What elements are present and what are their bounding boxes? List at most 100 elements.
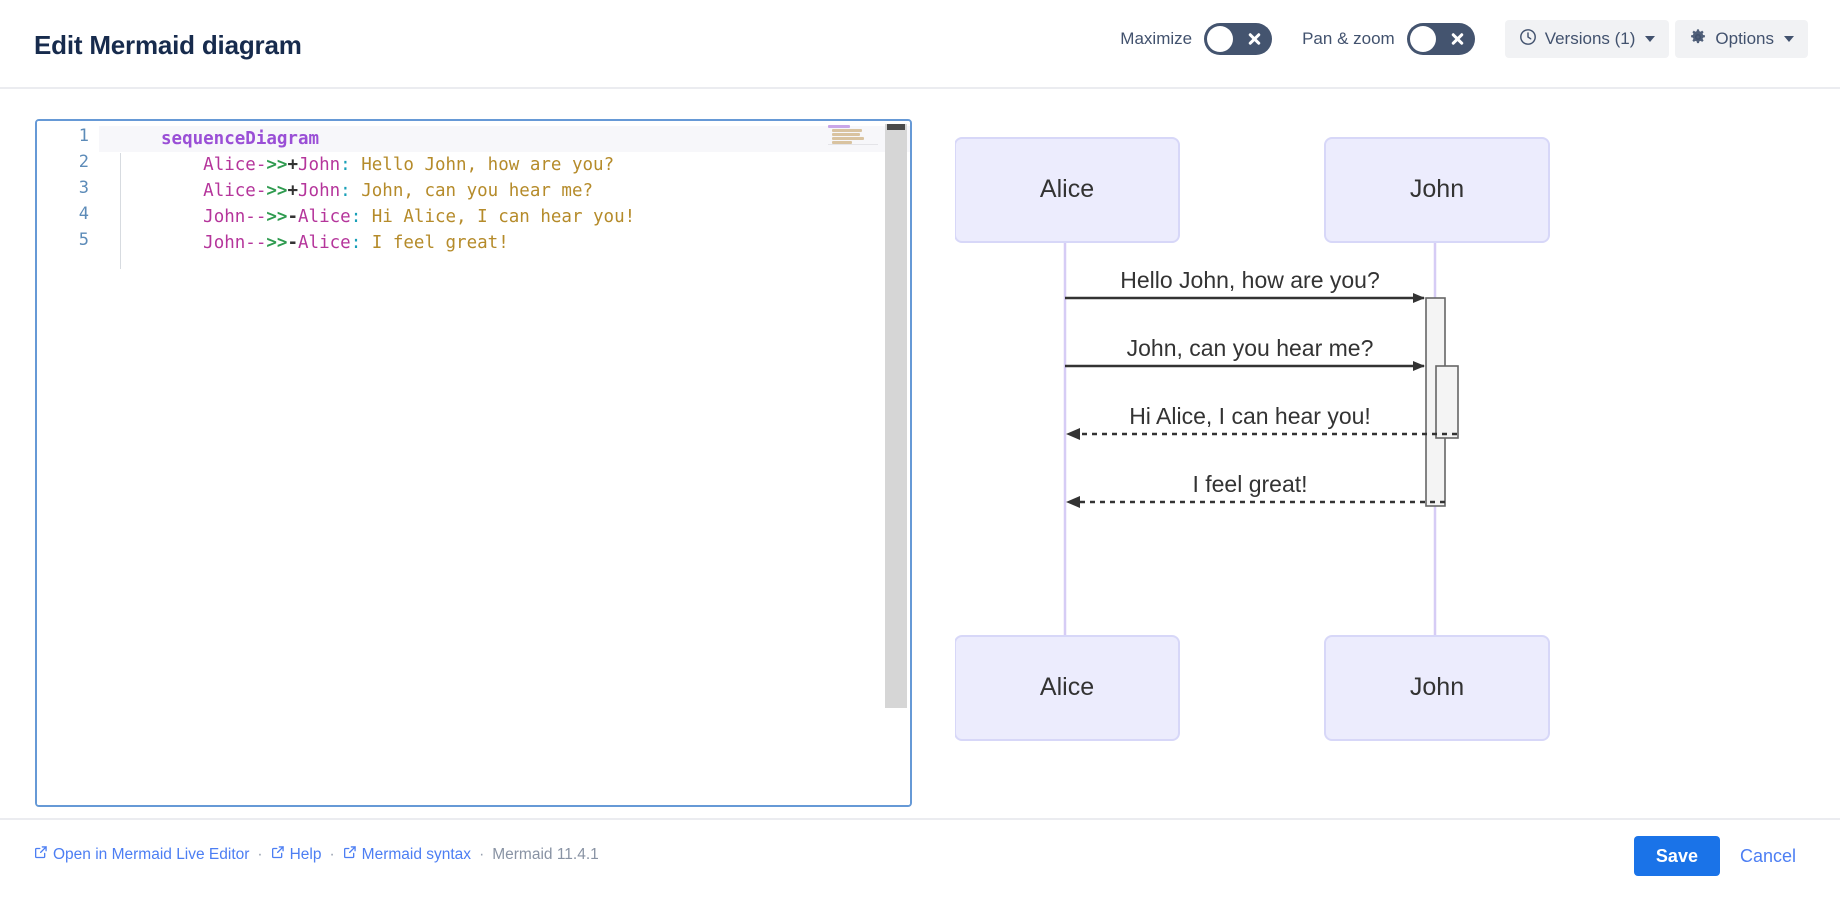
footer-link-mermaid-syntax[interactable]: Mermaid syntax bbox=[343, 845, 471, 864]
minimap-viewport-indicator[interactable] bbox=[887, 124, 905, 130]
editor-gutter: 1 2 3 4 5 bbox=[37, 121, 99, 805]
line-number: 3 bbox=[78, 178, 89, 198]
code-token: >> bbox=[266, 207, 288, 227]
code-token: John, can you hear me? bbox=[350, 181, 594, 201]
code-token: John-- bbox=[203, 233, 267, 253]
message-1: Hello John, how are you? bbox=[1065, 267, 1425, 303]
gear-icon bbox=[1689, 28, 1707, 51]
code-content[interactable]: sequenceDiagram Alice->>+John: Hello Joh… bbox=[99, 121, 910, 805]
message-label: I feel great! bbox=[1192, 471, 1307, 497]
save-button[interactable]: Save bbox=[1633, 836, 1720, 876]
dialog-header: Edit Mermaid diagram Maximize Pan & zoom bbox=[0, 0, 1840, 88]
actor-box-alice-bottom[interactable]: Alice bbox=[955, 635, 1180, 741]
options-label: Options bbox=[1715, 29, 1774, 48]
code-token: >> bbox=[266, 155, 288, 175]
code-line[interactable]: John-->>-Alice: Hi Alice, I can hear you… bbox=[161, 204, 635, 230]
pan-zoom-toggle[interactable] bbox=[1406, 23, 1475, 55]
actor-box-john-top[interactable]: John bbox=[1324, 137, 1550, 243]
message-4: I feel great! bbox=[1066, 471, 1445, 508]
footer-link-label: Help bbox=[289, 845, 322, 863]
activation-bar-john-inner bbox=[1435, 365, 1459, 439]
versions-label: Versions (1) bbox=[1544, 29, 1636, 48]
editor-minimap[interactable] bbox=[828, 124, 875, 146]
mermaid-diagram-preview[interactable]: Alice John Hello John, how are you? John… bbox=[955, 108, 1795, 798]
minimap-divider bbox=[828, 144, 878, 145]
toggle-knob bbox=[1409, 26, 1436, 52]
line-number: 2 bbox=[78, 152, 89, 172]
toggle-knob bbox=[1207, 26, 1234, 52]
footer-separator: · bbox=[257, 845, 263, 863]
minimap-line bbox=[832, 141, 852, 144]
dialog-footer: Open in Mermaid Live Editor · Help · Mermaid… bbox=[0, 820, 1840, 900]
message-label: Hi Alice, I can hear you! bbox=[1129, 403, 1371, 429]
pan-zoom-label: Pan & zoom bbox=[1302, 29, 1395, 48]
footer-links: Open in Mermaid Live Editor · Help · Mermaid… bbox=[34, 845, 599, 864]
footer-link-open-in-mermaid-live-editor[interactable]: Open in Mermaid Live Editor bbox=[34, 845, 249, 864]
actor-label: John bbox=[1410, 175, 1464, 203]
code-line[interactable]: John-->>-Alice: I feel great! bbox=[161, 230, 509, 256]
pan-zoom-toggle-group: Pan & zoom bbox=[1302, 23, 1475, 55]
code-token: : bbox=[340, 181, 351, 201]
code-token: Alice- bbox=[203, 181, 267, 201]
x-icon bbox=[1450, 32, 1465, 47]
maximize-label: Maximize bbox=[1120, 29, 1193, 48]
code-token: : bbox=[340, 155, 351, 175]
header-controls: Maximize Pan & zoom Versions (1) bbox=[1120, 20, 1808, 58]
code-token bbox=[161, 233, 203, 253]
actor-label: John bbox=[1410, 673, 1464, 701]
footer-actions: Save Cancel bbox=[1633, 836, 1806, 876]
code-token: + bbox=[287, 181, 298, 201]
code-token: >> bbox=[266, 233, 288, 253]
clock-icon bbox=[1519, 28, 1537, 51]
minimap-line bbox=[832, 137, 864, 140]
code-token: : bbox=[350, 233, 362, 253]
code-line[interactable]: Alice->>+John: John, can you hear me? bbox=[161, 178, 593, 204]
versions-button[interactable]: Versions (1) bbox=[1504, 20, 1670, 58]
external-link-icon bbox=[271, 845, 285, 864]
code-token: Hello John, how are you? bbox=[350, 155, 615, 175]
line-number: 4 bbox=[78, 204, 89, 224]
maximize-toggle[interactable] bbox=[1204, 23, 1273, 55]
chevron-down-icon bbox=[1645, 36, 1656, 42]
code-token: Hi Alice, I can hear you! bbox=[361, 207, 636, 227]
cancel-button[interactable]: Cancel bbox=[1730, 846, 1806, 867]
editor-scrollbar-thumb[interactable] bbox=[885, 124, 907, 708]
code-token: >> bbox=[266, 181, 288, 201]
actor-label: Alice bbox=[1040, 175, 1094, 203]
maximize-toggle-group: Maximize bbox=[1120, 23, 1273, 55]
code-token bbox=[161, 181, 203, 201]
code-line[interactable]: Alice->>+John: Hello John, how are you? bbox=[161, 152, 614, 178]
message-label: Hello John, how are you? bbox=[1120, 267, 1380, 293]
actor-box-alice-top[interactable]: Alice bbox=[955, 137, 1180, 243]
external-link-icon bbox=[34, 845, 48, 864]
footer-link-help[interactable]: Help bbox=[271, 845, 322, 864]
footer-separator: · bbox=[329, 845, 335, 863]
header-button-group: Versions (1) Options bbox=[1504, 20, 1808, 58]
code-token: - bbox=[287, 207, 298, 227]
code-token: I feel great! bbox=[361, 233, 509, 253]
active-line-highlight bbox=[99, 126, 910, 152]
code-token bbox=[161, 155, 203, 175]
footer-link-label: Mermaid syntax bbox=[361, 845, 472, 863]
line-number: 5 bbox=[78, 230, 89, 250]
footer-separator: · bbox=[479, 845, 485, 863]
options-button[interactable]: Options bbox=[1675, 20, 1808, 58]
footer-link-label: Open in Mermaid Live Editor bbox=[53, 845, 250, 863]
code-token: John bbox=[298, 181, 341, 201]
page-title: Edit Mermaid diagram bbox=[34, 30, 302, 60]
actor-box-john-bottom[interactable]: John bbox=[1324, 635, 1550, 741]
message-label: John, can you hear me? bbox=[1127, 335, 1374, 361]
code-token: John bbox=[298, 155, 341, 175]
x-icon bbox=[1247, 32, 1262, 47]
line-number: 1 bbox=[78, 126, 89, 146]
code-token bbox=[161, 207, 203, 227]
code-token: Alice bbox=[298, 207, 351, 227]
minimap-line bbox=[828, 125, 850, 128]
code-token: Alice- bbox=[203, 155, 267, 175]
code-line[interactable]: sequenceDiagram bbox=[161, 126, 319, 152]
code-token: sequenceDiagram bbox=[161, 129, 320, 149]
minimap-line bbox=[832, 129, 862, 132]
